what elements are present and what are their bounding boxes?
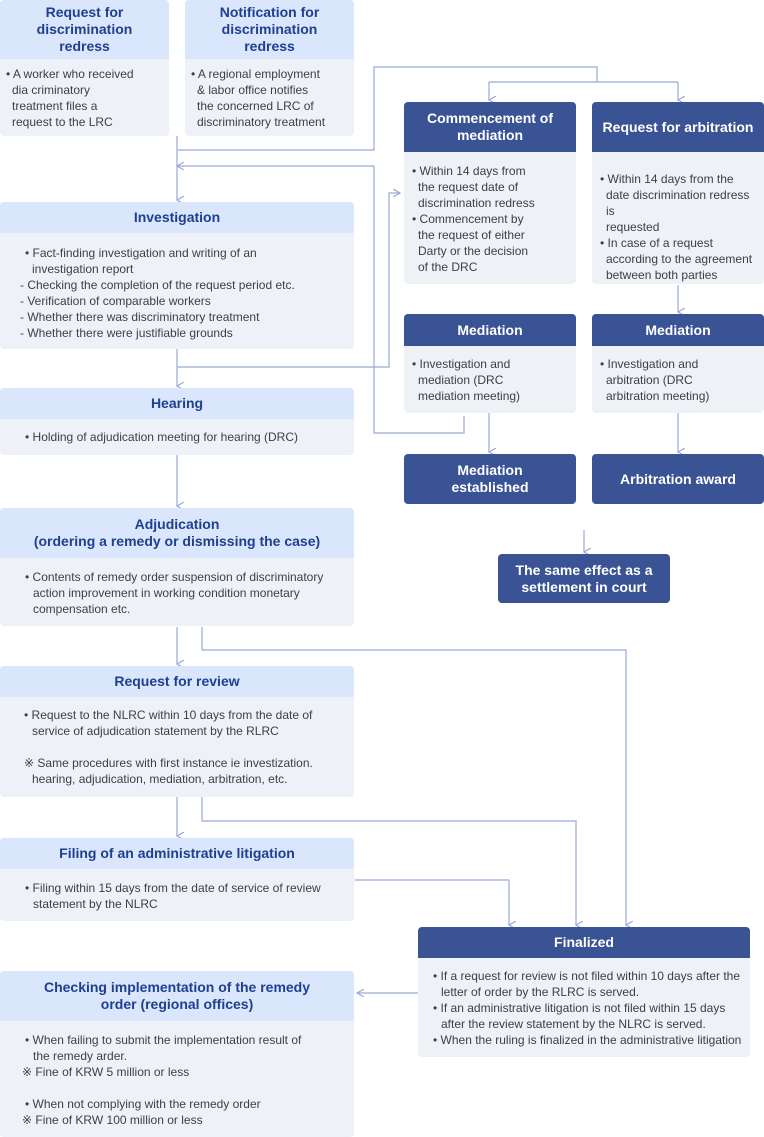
hearing-box: Hearing • Holding of adjudication meetin… <box>0 388 354 455</box>
body-line: • Holding of adjudication meeting for he… <box>25 430 299 444</box>
body-line: arbitration meeting) <box>606 389 710 403</box>
body-line: the request date of <box>418 180 519 194</box>
request-for-review-box: Request for review • Request to the NLRC… <box>0 666 354 797</box>
note-line: ※ Fine of KRW 5 million or less <box>22 1065 190 1079</box>
arbitration-mediation-box: Mediation • Investigation and arbitratio… <box>592 314 764 413</box>
body-line: • When the ruling is finalized in the ad… <box>433 1033 742 1047</box>
commencement-of-mediation-box: Commencement of mediation • Within 14 da… <box>404 102 576 284</box>
body-line: the remedy arder. <box>33 1049 128 1063</box>
settlement-effect-box: The same effect as a settlement in court <box>498 554 670 603</box>
body-line: of the DRC <box>418 260 478 274</box>
adjudication-title: Adjudication <box>134 516 220 532</box>
body-line: • Fact-finding investigation and writing… <box>25 246 257 260</box>
note-line: ※ Fine of KRW 100 million or less <box>22 1113 203 1127</box>
box-title: Checking implementation of the remedy or… <box>0 971 354 1021</box>
body-line: between both parties <box>606 268 718 282</box>
box-title: Request for discrimination redress <box>0 0 169 59</box>
line-to-adr <box>177 66 598 151</box>
notification-discrimination-redress-box: Notification for discrimination redress … <box>185 0 354 136</box>
box-title: Request for arbitration <box>592 102 764 152</box>
box-title: Notification for discrimination redress <box>185 0 354 59</box>
body-line: discriminatory treatment <box>197 115 326 129</box>
checking-implementation-box: Checking implementation of the remedy or… <box>0 971 354 1137</box>
body-line: treatment files a <box>12 99 98 113</box>
return-arrow <box>177 166 465 434</box>
box-title: Investigation <box>0 202 354 233</box>
body-line: letter of order by the RLRC is served. <box>441 985 640 999</box>
body-line: Darty or the decision <box>418 244 529 258</box>
body-line: • If an administrative litigation is not… <box>433 1001 726 1015</box>
body-line: • Contents of remedy order suspension of… <box>25 570 324 584</box>
body-line: - Checking the completion of the request… <box>20 278 295 292</box>
body-line: compensation etc. <box>33 602 131 616</box>
body-line: • If a request for review is not filed w… <box>433 969 741 983</box>
box-title: Request for review <box>0 666 354 697</box>
body-line: • Investigation and <box>412 357 511 371</box>
body-line: • Commencement by <box>412 212 524 226</box>
note-line: hearing, adjudication, mediation, arbitr… <box>32 772 288 786</box>
administrative-litigation-box: Filing of an administrative litigation •… <box>0 838 354 921</box>
body-line: & labor office notifies <box>197 83 309 97</box>
body-line: • Within 14 days from the <box>600 172 734 186</box>
box-title: Mediation <box>592 314 764 346</box>
box-title: Hearing <box>0 388 354 419</box>
body-line: statement by the NLRC <box>33 897 158 911</box>
body-line: • Within 14 days from <box>412 164 526 178</box>
mediation-established-box: Mediation established <box>404 454 576 504</box>
adjudication-box: Adjudication (ordering a remedy or dismi… <box>0 508 354 626</box>
body-line: - Whether there was discriminatory treat… <box>20 310 260 324</box>
box-title: Commencement of mediation <box>404 102 576 152</box>
body-line: date discrimination redress is <box>606 188 750 218</box>
box-title: Adjudication (ordering a remedy or dismi… <box>0 508 354 558</box>
body-line: the concerned LRC of <box>197 99 314 113</box>
body-line: the request of either <box>418 228 525 242</box>
body-line: • When failing to submit the implementat… <box>25 1033 302 1047</box>
body-line: arbitration (DRC <box>606 373 693 387</box>
arrow-review-finalized <box>201 797 576 925</box>
arrow-investigation-to-mediation <box>177 193 400 368</box>
body-line: • A regional employment <box>191 67 320 81</box>
request-for-arbitration-box: Request for arbitration • Within 14 days… <box>592 102 764 284</box>
body-line: • Request to the NLRC within 10 days fro… <box>24 708 313 722</box>
body-line: requested <box>606 220 660 234</box>
mediation-box: Mediation • Investigation and mediation … <box>404 314 576 413</box>
box-title: Mediation <box>404 314 576 346</box>
body-line: mediation (DRC <box>418 373 504 387</box>
arrow-litigation-finalized <box>355 879 509 925</box>
body-line: after the review statement by the NLRC i… <box>441 1017 706 1031</box>
body-line: according to the agreement <box>606 252 753 266</box>
body-line: mediation meeting) <box>418 389 521 403</box>
body-line: - Whether there were justifiable grounds <box>20 326 233 340</box>
investigation-box: Investigation • Fact-finding investigati… <box>0 202 354 349</box>
body-line: • A worker who received <box>6 67 134 81</box>
body-line: service of adjudication statement by the… <box>32 724 279 738</box>
body-line: • Filing within 15 days from the date of… <box>25 881 321 895</box>
body-line: request to the LRC <box>12 115 113 129</box>
adjudication-subtitle: (ordering a remedy or dismissing the cas… <box>33 533 321 549</box>
arrow-adjudication-finalized <box>201 627 626 925</box>
body-line: dia criminatory <box>12 83 91 97</box>
box-title: Finalized <box>418 927 750 958</box>
body-line: • When not complying with the remedy ord… <box>25 1097 261 1111</box>
finalized-box: Finalized • If a request for review is n… <box>418 927 750 1057</box>
box-title: Filing of an administrative litigation <box>0 838 354 869</box>
request-discrimination-redress-box: Request for discrimination redress • A w… <box>0 0 169 136</box>
body-line: • Investigation and <box>600 357 699 371</box>
body-line: • In case of a request <box>600 236 713 250</box>
body-line: action improvement in working condition … <box>33 586 300 600</box>
body-line: discrimination redress <box>418 196 535 210</box>
body-line: investigation report <box>32 262 134 276</box>
body-line: - Verification of comparable workers <box>20 294 211 308</box>
arbitration-award-box: Arbitration award <box>592 454 764 504</box>
note-line: ※ Same procedures with first instance ie… <box>24 756 313 770</box>
